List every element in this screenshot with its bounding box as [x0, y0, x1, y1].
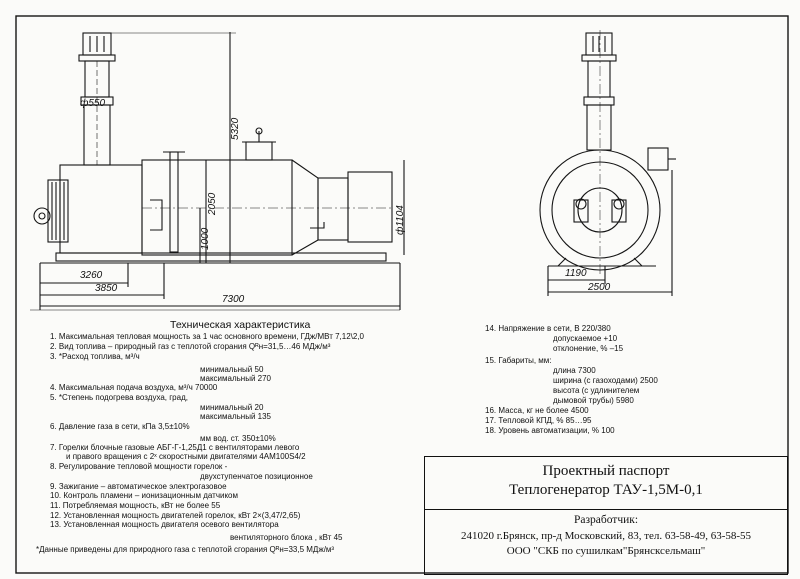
specs-title: Техническая характеристика	[170, 319, 311, 331]
spec-line: вентиляторного блока , кВт 45	[230, 533, 343, 542]
spec-line: 17. Тепловой КПД, % 85…95	[485, 416, 592, 425]
spec-line: 16. Масса, кг не более 4500	[485, 406, 589, 415]
spec-line: 12. Установленная мощность двигателей го…	[50, 511, 301, 520]
spec-line: отклонение, % –15	[553, 344, 624, 353]
spec-line: 8. Регулирование тепловой мощности горел…	[50, 462, 228, 471]
spec-line: дымовой трубы) 5980	[553, 396, 634, 405]
document-type: Проектный паспорт	[542, 463, 670, 479]
spec-line: 2. Вид топлива – природный газ с теплото…	[50, 342, 331, 351]
spec-line: максимальный 135	[200, 412, 271, 421]
spec-line: 11. Потребляемая мощность, кВт не более …	[50, 501, 221, 510]
spec-line: 18. Уровень автоматизации, % 100	[485, 426, 615, 435]
spec-line: ширина (с газоходами) 2500	[553, 376, 658, 385]
spec-line: 3. *Расход топлива, м³/ч	[50, 352, 140, 361]
spec-line: минимальный 50	[200, 365, 264, 374]
product-name: Теплогенератор ТАУ-1,5М-0,1	[509, 482, 703, 498]
spec-line: 13. Установленная мощность двигателя осе…	[50, 520, 279, 529]
title-block-divider	[425, 509, 787, 510]
spec-line: 14. Напряжение в сети, В 220/380	[485, 324, 611, 333]
diameter-550-label: ф550	[80, 98, 106, 109]
spec-line: двухступенчатое позиционное	[200, 472, 313, 481]
height-2050-label: 2050	[207, 192, 218, 215]
width-3260-label: 3260	[80, 270, 103, 281]
side-view	[33, 32, 405, 310]
spec-line: 10. Контроль пламени – ионизационным дат…	[50, 491, 239, 500]
spec-line: длина 7300	[553, 366, 596, 375]
diameter-1104-label: ф1104	[395, 205, 406, 235]
spec-line: 9. Зажигание – автоматическое электрогаз…	[50, 482, 227, 491]
spec-line: *Данные приведены для природного газа с …	[36, 545, 335, 554]
front-view	[539, 30, 676, 296]
spec-line: 4. Максимальная подача воздуха, м³/ч 700…	[50, 383, 218, 392]
spec-line: минимальный 20	[200, 403, 264, 412]
width-1190-label: 1190	[565, 268, 587, 279]
spec-line: 5. *Степень подогрева воздуха, град,	[50, 393, 188, 402]
width-3850-label: 3850	[95, 283, 118, 294]
spec-line: допускаемое +10	[553, 334, 618, 343]
title-block: Проектный паспорт Теплогенератор ТАУ-1,5…	[424, 456, 788, 575]
developer-address: 241020 г.Брянск, пр-д Московский, 83, те…	[460, 530, 752, 542]
width-2500-label: 2500	[588, 282, 611, 293]
spec-line: 1. Максимальная тепловая мощность за 1 ч…	[50, 332, 364, 341]
spec-line: высота (с удлинителем	[553, 386, 640, 395]
developer-label: Разработчик:	[573, 514, 639, 526]
height-5320-label: 5320	[230, 117, 241, 140]
spec-line: 6. Давление газа в сети, кПа 3,5±10%	[50, 422, 190, 431]
spec-line: мм вод. ст. 350±10%	[200, 434, 276, 443]
width-7300-label: 7300	[222, 294, 245, 305]
spec-line: и правого вращения с 2ˣ скоростными двиг…	[66, 452, 306, 461]
developer-company: ООО "СКБ по сушилкам"Брянсксельмаш"	[506, 545, 706, 557]
spec-line: 15. Габариты, мм:	[485, 356, 552, 365]
drawing-frame	[15, 15, 789, 574]
spec-line: максимальный 270	[200, 374, 271, 383]
spec-line: 7. Горелки блочные газовые АБГ-Г-1,25Д1 …	[50, 443, 300, 452]
height-1000-label: 1000	[200, 227, 211, 250]
